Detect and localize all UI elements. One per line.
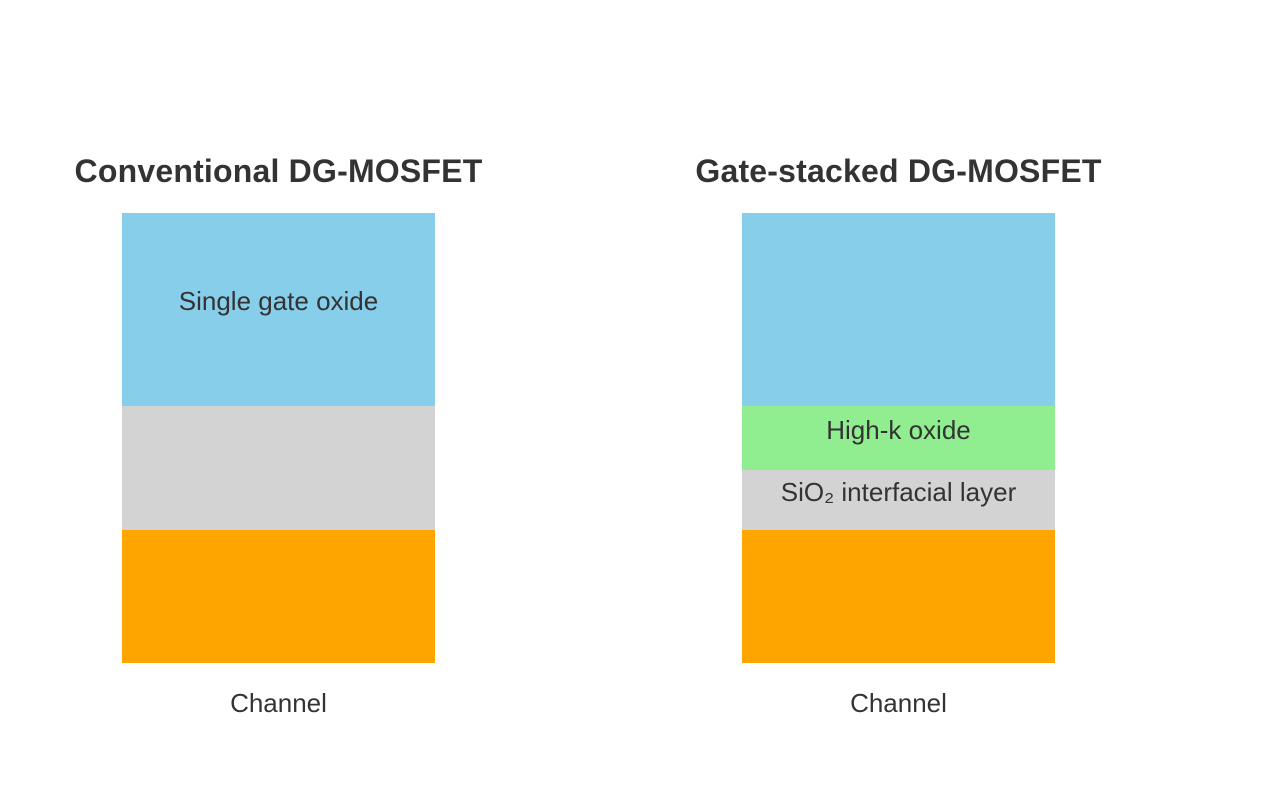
panel-conventional-dg-mosfet: Conventional DG-MOSFET Single gate oxide… xyxy=(75,0,483,810)
panel-title: Gate-stacked DG-MOSFET xyxy=(695,153,1102,189)
layer-stack: Single gate oxide xyxy=(122,213,435,663)
channel-region-layer xyxy=(742,530,1055,663)
panel-title: Conventional DG-MOSFET xyxy=(74,153,483,189)
channel-region-layer xyxy=(122,530,435,663)
gate-region-label: Single gate oxide xyxy=(178,286,379,316)
sio2-interfacial-layer: SiO₂ interfacial layer xyxy=(742,470,1055,530)
gate-region-layer xyxy=(742,213,1055,406)
channel-label: Channel xyxy=(850,688,947,718)
channel-label: Channel xyxy=(230,688,327,718)
high-k-oxide-label: High-k oxide xyxy=(826,414,971,445)
single-oxide-layer xyxy=(122,406,435,530)
high-k-oxide-layer: High-k oxide xyxy=(742,406,1055,470)
sio2-interfacial-label: SiO₂ interfacial layer xyxy=(780,476,1017,507)
gate-region-layer: Single gate oxide xyxy=(122,213,435,406)
